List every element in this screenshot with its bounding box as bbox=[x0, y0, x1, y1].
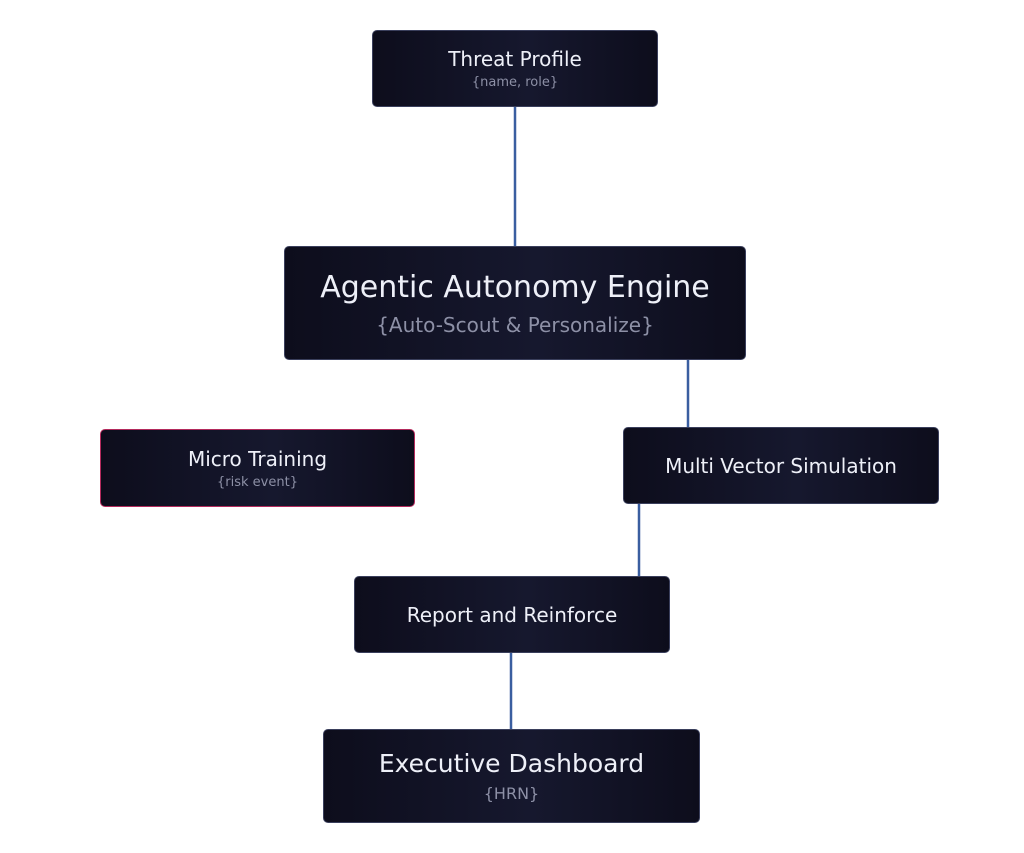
node-title: Agentic Autonomy Engine bbox=[320, 269, 710, 305]
node-title: Multi Vector Simulation bbox=[665, 453, 897, 478]
node-report-and-reinforce: Report and Reinforce bbox=[354, 576, 670, 653]
node-threat-profile: Threat Profile {name, role} bbox=[372, 30, 658, 107]
node-executive-dashboard: Executive Dashboard {HRN} bbox=[323, 729, 700, 823]
node-title: Executive Dashboard bbox=[378, 749, 645, 778]
node-subtitle: {Auto-Scout & Personalize} bbox=[376, 312, 654, 337]
node-title: Report and Reinforce bbox=[406, 602, 618, 627]
node-subtitle: {name, role} bbox=[471, 75, 559, 90]
node-subtitle: {HRN} bbox=[483, 784, 540, 803]
node-multi-vector-simulation: Multi Vector Simulation bbox=[623, 427, 939, 504]
node-title: Threat Profile bbox=[448, 47, 582, 71]
node-subtitle: {risk event} bbox=[217, 474, 298, 490]
node-agentic-autonomy-engine: Agentic Autonomy Engine {Auto-Scout & Pe… bbox=[284, 246, 746, 360]
node-micro-training: Micro Training {risk event} bbox=[100, 429, 415, 507]
node-title: Micro Training bbox=[187, 446, 328, 471]
